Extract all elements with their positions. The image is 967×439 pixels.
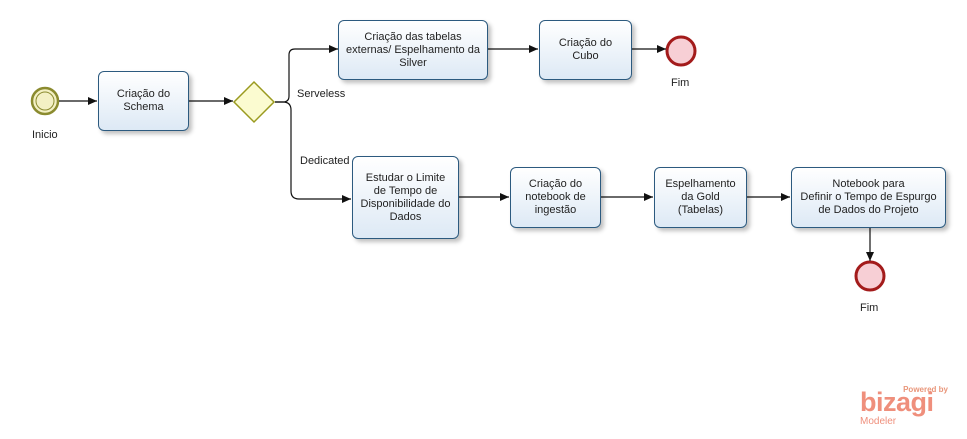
task-notebook-espurgo[interactable]: Notebook para Definir o Tempo de Espurgo… — [791, 167, 946, 228]
powered-by-text: Powered by — [903, 385, 948, 394]
brand-name: bizagi — [860, 387, 934, 417]
task-criacao-cubo[interactable]: Criação do Cubo — [539, 20, 632, 80]
start-event-label: Inicio — [32, 129, 58, 141]
task-criacao-tabelas[interactable]: Criação das tabelas externas/ Espelhamen… — [338, 20, 488, 80]
start-event[interactable] — [30, 86, 60, 116]
task-criacao-schema[interactable]: Criação do Schema — [98, 71, 189, 131]
flow-label-serveless: Serveless — [297, 88, 346, 100]
exclusive-gateway[interactable] — [232, 80, 276, 124]
task-estudar-limite[interactable]: Estudar o Limite de Tempo de Disponibili… — [352, 156, 459, 239]
end-event-top[interactable] — [665, 35, 697, 67]
sequence-flows — [59, 45, 874, 261]
task-criacao-notebook[interactable]: Criação do notebook de ingestão — [510, 167, 601, 228]
task-espelhamento-gold[interactable]: Espelhamento da Gold (Tabelas) — [654, 167, 747, 228]
brand-product: Modeler — [860, 416, 897, 427]
end-event-bottom[interactable] — [854, 260, 886, 292]
end-event-bottom-label: Fim — [860, 302, 879, 314]
flow-gateway-to-limite — [275, 101, 351, 203]
end-event-top-label: Fim — [671, 77, 690, 89]
flow-label-dedicated: Dedicated — [300, 155, 350, 167]
